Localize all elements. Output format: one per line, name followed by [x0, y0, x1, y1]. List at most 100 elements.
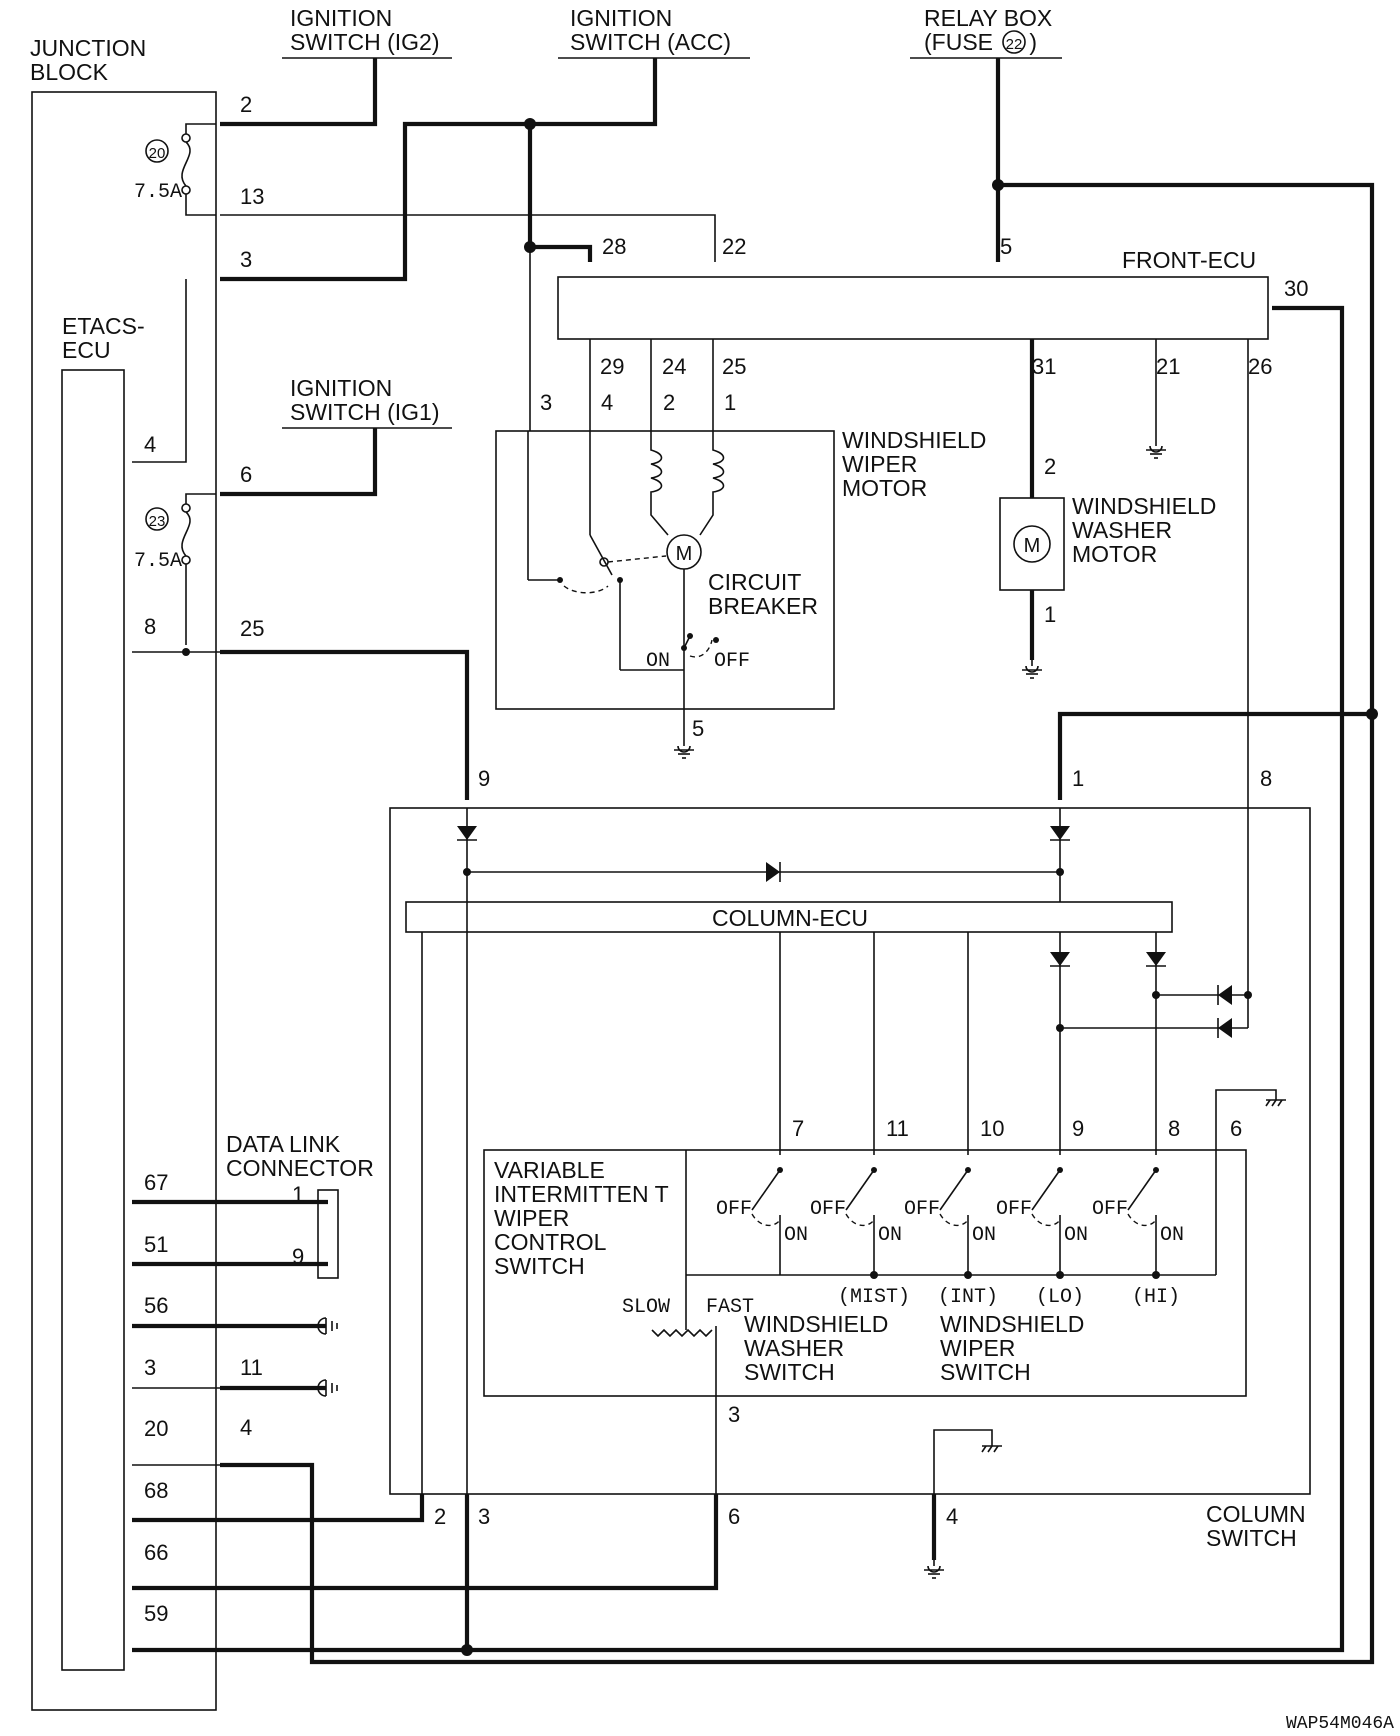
column-switch: COLUMN SWITCH 9 1 8 COLUMN-ECU: [389, 766, 1311, 1551]
svg-text:WASHER: WASHER: [1072, 517, 1172, 543]
svg-text:SWITCH: SWITCH: [940, 1359, 1031, 1385]
svg-text:2: 2: [240, 92, 252, 117]
svg-text:67: 67: [144, 1170, 168, 1195]
svg-text:BLOCK: BLOCK: [30, 59, 109, 85]
switch-mode-int: (INT): [938, 1286, 998, 1309]
svg-text:DATA LINK: DATA LINK: [226, 1131, 341, 1157]
svg-text:6: 6: [240, 462, 252, 487]
switch-mist-travel: [845, 1213, 875, 1227]
svg-text:ON: ON: [646, 650, 670, 673]
wiring-top: [132, 58, 1378, 1665]
switch-lo-on-label: ON: [1064, 1224, 1088, 1247]
svg-text:WINDSHIELD: WINDSHIELD: [940, 1311, 1084, 1337]
svg-text:3: 3: [728, 1402, 740, 1427]
svg-text:WIPER: WIPER: [940, 1335, 1015, 1361]
svg-text:26: 26: [1248, 354, 1272, 379]
windshield-wiper-motor: WINDSHIELD WIPER MOTOR 3 4 2 1 5 CIRCUIT…: [495, 390, 986, 759]
svg-text:7.5A: 7.5A: [134, 181, 182, 204]
switch-hi-bus-node: [1152, 1271, 1160, 1279]
svg-text:3: 3: [540, 390, 552, 415]
switch-mist-on-label: ON: [878, 1224, 902, 1247]
svg-text:ETACS-: ETACS-: [62, 313, 145, 339]
switch-mist-off-label: OFF: [810, 1198, 846, 1221]
switch-washer-blade: [751, 1169, 781, 1211]
svg-text:1: 1: [1044, 602, 1056, 627]
switch-lo-off-label: OFF: [996, 1198, 1032, 1221]
switch-int-on-label: ON: [972, 1224, 996, 1247]
svg-text:CONNECTOR: CONNECTOR: [226, 1155, 374, 1181]
svg-text:7.5A: 7.5A: [134, 550, 182, 573]
svg-text:3: 3: [144, 1355, 156, 1380]
switch-hi-off-label: OFF: [1092, 1198, 1128, 1221]
switch-hi-blade: [1127, 1169, 1157, 1211]
switch-int-bus-node: [964, 1271, 972, 1279]
coil-lo: [650, 431, 669, 536]
svg-text:11: 11: [886, 1116, 909, 1141]
svg-text:5: 5: [1000, 234, 1012, 259]
relay-box-fuse-label: RELAY BOX (FUSE ) 22: [910, 5, 1062, 59]
svg-text:3: 3: [478, 1504, 490, 1529]
svg-text:MOTOR: MOTOR: [1072, 541, 1157, 567]
switch-lo-bus-node: [1056, 1271, 1064, 1279]
svg-text:BREAKER: BREAKER: [708, 593, 818, 619]
fuse-23-marker: [145, 507, 169, 531]
svg-text:WINDSHIELD: WINDSHIELD: [1072, 493, 1216, 519]
svg-text:6: 6: [1230, 1116, 1242, 1141]
wiper-switch-contacts: OFFONOFFON(MIST)OFFON(INT)OFFON(LO)OFFON…: [716, 1167, 1184, 1309]
svg-text:COLUMN-ECU: COLUMN-ECU: [712, 905, 868, 931]
svg-text:WIPER: WIPER: [842, 451, 917, 477]
svg-text:IGNITION: IGNITION: [290, 5, 392, 31]
svg-text:IGNITION: IGNITION: [290, 375, 392, 401]
switch-lo-blade: [1031, 1169, 1061, 1211]
svg-text:22: 22: [722, 234, 746, 259]
windshield-washer-motor: M WINDSHIELD WASHER MOTOR 2 1: [999, 454, 1216, 679]
svg-text:OFF: OFF: [714, 650, 750, 673]
switch-washer-travel: [751, 1213, 781, 1227]
svg-text:8: 8: [1260, 766, 1272, 791]
svg-text:SWITCH: SWITCH: [1206, 1525, 1297, 1551]
svg-text:28: 28: [602, 234, 626, 259]
svg-text:4: 4: [144, 432, 156, 457]
svg-text:9: 9: [1072, 1116, 1084, 1141]
svg-text:SWITCH (IG2): SWITCH (IG2): [290, 29, 440, 55]
switch-lo-travel: [1031, 1213, 1061, 1227]
junction-block: JUNCTION BLOCK 20 7.5A 23 7.5A 2 13 3 6 …: [30, 35, 264, 1711]
svg-text:CIRCUIT: CIRCUIT: [708, 569, 801, 595]
svg-text:WINDSHIELD: WINDSHIELD: [842, 427, 986, 453]
svg-text:ECU: ECU: [62, 337, 111, 363]
svg-text:CONTROL: CONTROL: [494, 1229, 607, 1255]
front-ecu: FRONT-ECU 28 22 5 30 29 24 25 31 21 26: [557, 234, 1308, 379]
svg-text:FRONT-ECU: FRONT-ECU: [1122, 247, 1256, 273]
svg-text:M: M: [1024, 535, 1041, 557]
svg-text:10: 10: [980, 1116, 1004, 1141]
svg-text:20: 20: [144, 1416, 168, 1441]
svg-text:3: 3: [240, 247, 252, 272]
svg-text:9: 9: [478, 766, 490, 791]
svg-text:59: 59: [144, 1601, 168, 1626]
svg-text:RELAY BOX: RELAY BOX: [924, 5, 1052, 31]
fuse-20-marker: [145, 139, 169, 163]
ignition-switch-acc-label: IGNITION SWITCH (ACC): [558, 5, 750, 59]
switch-hi-on-label: ON: [1160, 1224, 1184, 1247]
svg-text:4: 4: [601, 390, 613, 415]
svg-text:(FUSE ): (FUSE ): [924, 29, 1037, 55]
svg-text:6: 6: [728, 1504, 740, 1529]
svg-text:COLUMN: COLUMN: [1206, 1501, 1306, 1527]
svg-text:SWITCH: SWITCH: [494, 1253, 585, 1279]
svg-text:MOTOR: MOTOR: [842, 475, 927, 501]
wiring-bottom: [132, 1189, 945, 1656]
fuse-22-marker: [1002, 30, 1026, 54]
svg-text:4: 4: [946, 1504, 958, 1529]
switch-mode-hi: (HI): [1132, 1286, 1180, 1309]
svg-text:9: 9: [292, 1244, 304, 1269]
svg-text:29: 29: [600, 354, 624, 379]
svg-text:8: 8: [1168, 1116, 1180, 1141]
switch-int-off-label: OFF: [904, 1198, 940, 1221]
svg-text:M: M: [676, 543, 693, 565]
switch-hi-travel: [1127, 1213, 1157, 1227]
svg-text:11: 11: [240, 1355, 263, 1380]
svg-text:FAST: FAST: [706, 1296, 754, 1319]
svg-text:SWITCH (IG1): SWITCH (IG1): [290, 399, 440, 425]
svg-text:1: 1: [1072, 766, 1084, 791]
